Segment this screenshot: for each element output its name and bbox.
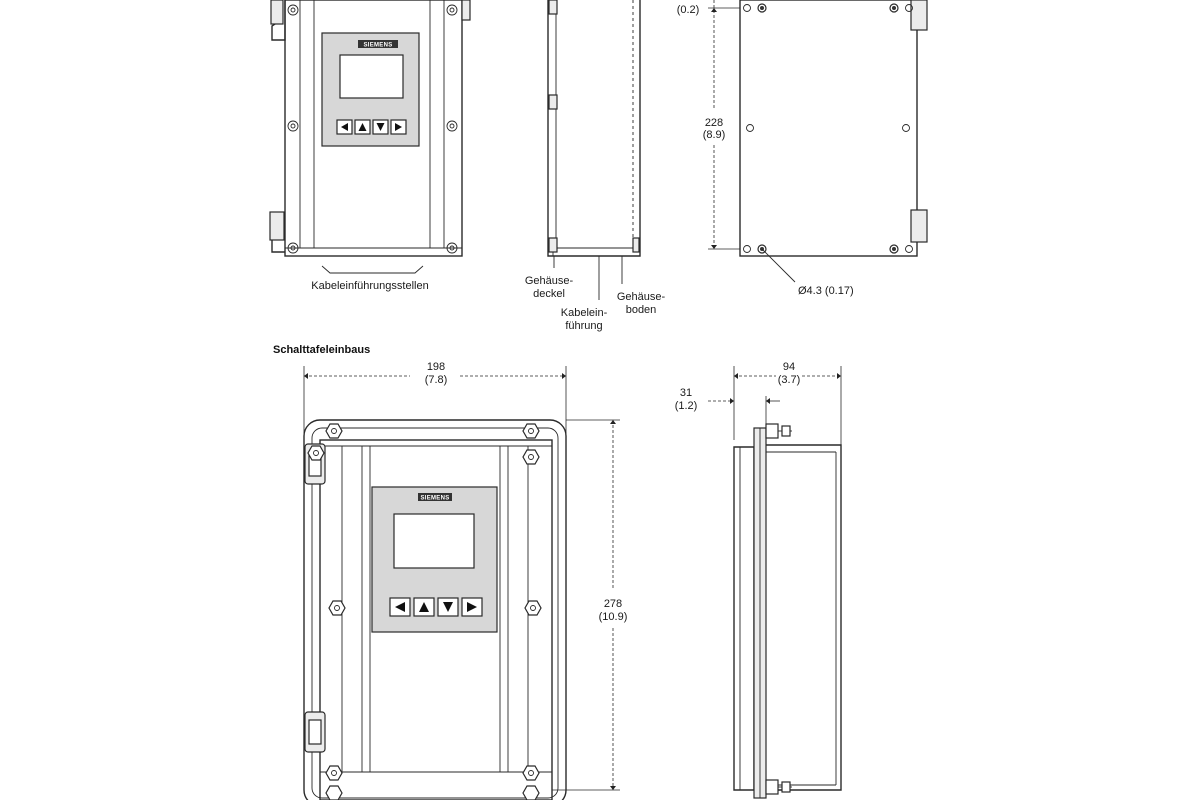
screw-icon: [446, 242, 458, 254]
housing-cover-label: Gehäuse-: [525, 275, 574, 287]
screw-icon: [287, 4, 299, 16]
screw-icon: [446, 120, 458, 132]
arrow-up-key-icon: [419, 602, 429, 612]
arrow-right-key-icon: [395, 123, 402, 131]
screw-icon: [287, 242, 299, 254]
siemens-logo: [418, 493, 452, 501]
dim-panel-height-in: (10.9): [599, 611, 628, 623]
dim-rear-height-mm: 228: [705, 117, 723, 129]
section-title: Schalttafeleinbaus: [273, 344, 370, 356]
siemens-logo: [358, 40, 398, 48]
screw-icon: [522, 765, 540, 781]
screw-icon: [889, 3, 899, 13]
rear-view-wall-mount: (0.2) 228 (8.9) Ø4.3 (0.17): [677, 0, 928, 297]
screw-icon: [328, 600, 346, 616]
dim-flange-in: (1.2): [675, 400, 698, 412]
dim-top-offset-in: (0.2): [677, 4, 700, 16]
cable-entry-label: Kabelein-: [561, 307, 608, 319]
keypad: [389, 597, 483, 617]
screw-icon: [446, 4, 458, 16]
display-screen: [393, 513, 475, 569]
screw-icon: [522, 423, 540, 439]
housing-base-label: Gehäuse-: [617, 291, 666, 303]
screw-icon: [889, 244, 899, 254]
housing-base-label-2: boden: [626, 304, 657, 316]
siemens-logo-text: SIEMENS: [420, 496, 449, 502]
dim-side-depth-mm: 94: [783, 361, 795, 373]
front-view-wall-mount: SIEMENS Kabeleinführungsstellen: [269, 0, 471, 292]
screw-icon: [522, 785, 540, 800]
screw-icon: [287, 120, 299, 132]
screw-icon: [325, 423, 343, 439]
siemens-logo-text: SIEMENS: [363, 43, 392, 49]
side-view-wall-mount: Gehäuse- deckel Kabelein- führung Gehäus…: [525, 0, 666, 332]
screw-icon: [522, 449, 540, 465]
screw-icon: [307, 445, 325, 461]
arrow-down-key-icon: [443, 602, 453, 612]
housing-cover-label-2: deckel: [533, 288, 565, 300]
hinge-icon: [269, 211, 285, 253]
screw-icon: [325, 785, 343, 800]
arrow-left-key-icon: [341, 123, 348, 131]
side-view-panel-mount: 94 (3.7) 31 (1.2): [675, 361, 842, 799]
screw-icon: [524, 600, 542, 616]
arrow-left-key-icon: [395, 602, 405, 612]
hinge-icon: [304, 711, 326, 753]
dim-panel-width-in: (7.8): [425, 374, 448, 386]
cable-entry-label-2: führung: [565, 320, 602, 332]
screw-icon: [765, 423, 792, 439]
cable-entries-label: Kabeleinführungsstellen: [311, 280, 428, 292]
arrow-up-key-icon: [358, 123, 367, 131]
dim-panel-height-mm: 278: [604, 598, 622, 610]
hole-diameter-label: Ø4.3 (0.17): [798, 285, 854, 297]
dim-panel-width-mm: 198: [427, 361, 445, 373]
front-view-panel-mount: 198 (7.8): [303, 361, 628, 800]
hinge-icon: [270, 0, 286, 41]
dim-flange-mm: 31: [680, 387, 692, 399]
screw-icon: [757, 3, 767, 13]
arrow-down-key-icon: [376, 123, 385, 131]
screw-icon: [325, 765, 343, 781]
dim-rear-height-in: (8.9): [703, 129, 726, 141]
keypad: [336, 119, 407, 135]
arrow-right-key-icon: [467, 602, 477, 612]
dim-side-depth-in: (3.7): [778, 374, 801, 386]
screw-icon: [765, 779, 792, 795]
display-screen: [339, 54, 404, 99]
